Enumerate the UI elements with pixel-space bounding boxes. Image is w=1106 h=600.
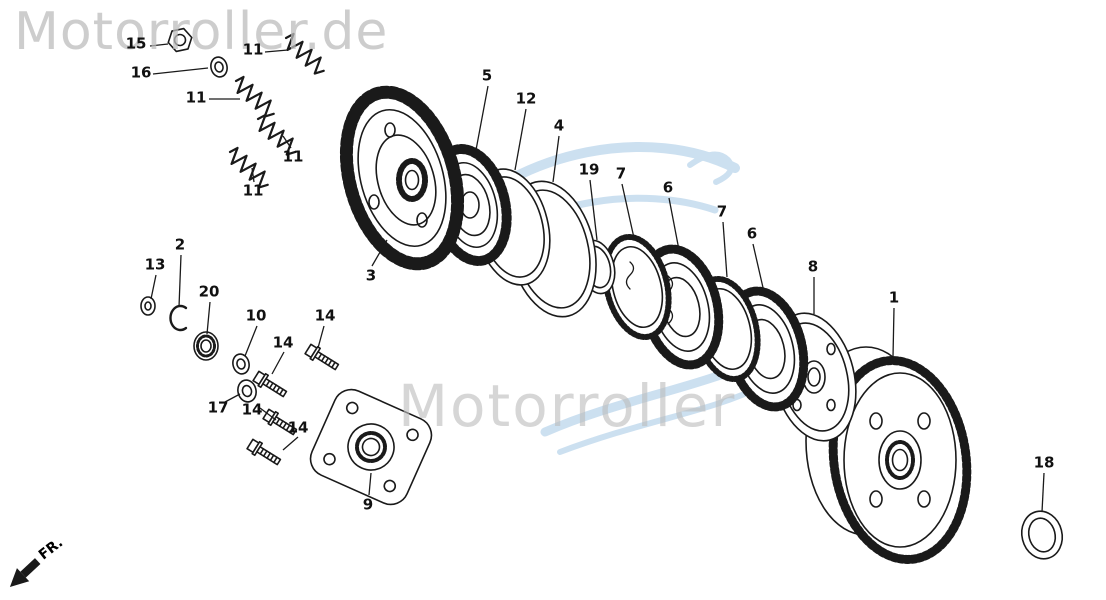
part-label-14: 14 xyxy=(287,418,309,437)
part-label-6: 6 xyxy=(662,178,674,197)
part-label-5: 5 xyxy=(481,66,493,85)
part-label-2: 2 xyxy=(174,235,186,254)
part-label-20: 20 xyxy=(198,282,220,301)
part-label-8: 8 xyxy=(807,257,819,276)
part-label-14: 14 xyxy=(241,400,263,419)
part-label-1: 1 xyxy=(888,288,900,307)
part-3-clutch-center-gear xyxy=(339,85,465,271)
leader-lines xyxy=(149,43,1045,513)
part-label-11: 11 xyxy=(282,147,304,166)
drawing-layer xyxy=(140,27,1064,564)
part-label-17: 17 xyxy=(207,398,229,417)
part-label-7: 7 xyxy=(615,164,627,183)
part-label-7: 7 xyxy=(716,202,728,221)
part-2-circlip xyxy=(169,304,188,332)
part-20-bearing xyxy=(193,331,219,361)
part-7-clutch-plate-front xyxy=(602,233,672,341)
part-17-washer xyxy=(237,379,257,403)
part-label-15: 15 xyxy=(125,34,147,53)
part-label-3: 3 xyxy=(365,266,377,285)
part-13-pin xyxy=(140,296,156,316)
part-label-16: 16 xyxy=(130,63,152,82)
part-label-14: 14 xyxy=(272,333,294,352)
part-label-9: 9 xyxy=(362,495,374,514)
part-label-19: 19 xyxy=(578,160,600,179)
part-15-nut xyxy=(167,27,193,53)
fr-direction-arrow xyxy=(9,558,41,588)
part-label-18: 18 xyxy=(1033,453,1055,472)
part-label-11: 11 xyxy=(242,40,264,59)
part-18-oring xyxy=(1020,510,1064,560)
part-9-mounting-plate xyxy=(309,388,433,506)
part-label-13: 13 xyxy=(144,255,166,274)
part-label-12: 12 xyxy=(515,89,537,108)
part-label-6: 6 xyxy=(746,224,758,243)
part-label-10: 10 xyxy=(245,306,267,325)
part-label-4: 4 xyxy=(553,116,565,135)
part-label-14: 14 xyxy=(314,306,336,325)
part-16-washer xyxy=(210,56,228,78)
part-1-clutch-outer-drum xyxy=(805,346,972,564)
part-label-11: 11 xyxy=(242,181,264,200)
part-label-11: 11 xyxy=(185,88,207,107)
